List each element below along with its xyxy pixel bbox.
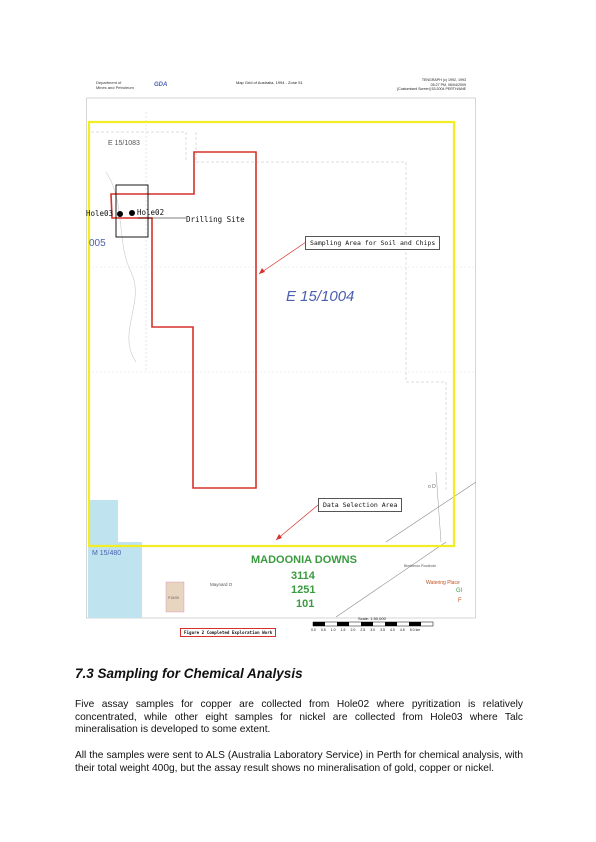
place-maynard: Maynard O xyxy=(210,582,233,587)
station-number-2: 1251 xyxy=(291,584,316,596)
figure-caption: Figure 2 Completed Exploration Work xyxy=(180,628,277,637)
map-canvas xyxy=(86,97,476,627)
scale-tick: 4.0 xyxy=(390,628,395,632)
place-od: o D xyxy=(428,484,436,490)
map-figure: Department of Mines and Petroleum GDA Ma… xyxy=(86,72,476,644)
dept-line2: Mines and Petroleum xyxy=(96,85,134,90)
paragraph-sampling: Five assay samples for copper are collec… xyxy=(75,699,523,735)
station-number-3: 101 xyxy=(296,598,315,610)
map-title: Map Grid of Australia, 1994 - Zone 51 xyxy=(236,80,303,85)
scale-tick: 0.0 xyxy=(311,628,316,632)
data-selection-label: Data Selection Area xyxy=(318,498,403,512)
drilling-box xyxy=(115,184,149,238)
scale-seg xyxy=(313,622,325,626)
gda-logo: GDA xyxy=(154,82,168,88)
tenement-label-m15: M 15/480 xyxy=(92,550,122,557)
scale-tick: 1.5 xyxy=(340,628,346,632)
scale-tick: 2.0 xyxy=(350,628,356,632)
sampling-arrow xyxy=(258,241,307,275)
red-sampling-area xyxy=(110,151,257,489)
road-line xyxy=(105,171,137,363)
hole02-marker xyxy=(129,210,135,216)
station-name: MADOONIA DOWNS xyxy=(251,554,357,566)
tenement-label-e15-1083: E 15/1083 xyxy=(108,140,140,147)
scale-tick: 3.5 xyxy=(380,628,385,632)
data-selection-arrowhead xyxy=(276,534,282,540)
map-header-right: TENGRAPH (c) 1992, 1993 05:27 PM, 06/04/… xyxy=(397,78,466,92)
section-heading: 7.3 Sampling for Chemical Analysis xyxy=(75,666,303,681)
place-watering: Watering Place xyxy=(426,580,460,586)
place-bimbleroo: Bimbleroo Rockhole xyxy=(404,564,437,568)
screen-line: [Customised Screen] 53:2004 PERTH/ANE xyxy=(397,87,466,92)
sampling-arrowhead xyxy=(259,268,265,274)
small-lease xyxy=(165,581,185,613)
dept-line1: Department of xyxy=(96,80,122,85)
yellow-boundary xyxy=(87,120,456,548)
sampling-area-label: Sampling Area for Soil and Chips xyxy=(305,236,441,250)
scale-tick: 5.0 km xyxy=(409,628,421,632)
scale-seg xyxy=(361,622,373,626)
tenement-boundary xyxy=(91,131,187,162)
drilling-site-label: Drilling Site xyxy=(186,215,245,224)
tenement-label-005: 005 xyxy=(89,238,106,249)
road-line xyxy=(335,541,447,618)
map-frame xyxy=(86,97,476,619)
water-area-2 xyxy=(118,542,142,618)
paragraph-analysis: All the samples were sent to ALS (Austra… xyxy=(75,750,523,774)
scale-tick: 4.5 xyxy=(399,628,405,632)
scale-seg xyxy=(337,622,349,626)
hole03-label: Hole03 xyxy=(86,209,114,218)
scale-ticks: 0.0 0.5 1.0 1.5 2.0 2.5 3.0 3.5 4.0 4.5 … xyxy=(311,628,420,632)
place-gl: Gl xyxy=(456,588,462,594)
scale-tick: 2.5 xyxy=(360,628,366,632)
water-area xyxy=(88,500,118,618)
place-f: F xyxy=(458,598,462,604)
scale-seg xyxy=(385,622,397,626)
tenement-label-e15-1004: E 15/1004 xyxy=(286,288,355,305)
department-logo-text: Department of Mines and Petroleum xyxy=(96,80,134,90)
station-number-1: 3114 xyxy=(291,570,315,582)
creek-line xyxy=(435,471,442,543)
time-line: 05:27 PM, 06/04/2009 xyxy=(430,82,466,87)
tenement-boundary xyxy=(195,132,447,492)
scale-tick: 3.0 xyxy=(370,628,376,632)
hole03-marker xyxy=(117,211,123,217)
data-selection-arrow xyxy=(275,504,319,541)
scale-seg xyxy=(409,622,421,626)
tenement-label-p: P15/05 xyxy=(168,596,180,600)
road-line xyxy=(385,481,476,543)
tengraph-line: TENGRAPH (c) 1992, 1993 xyxy=(421,78,466,82)
scale-label: Scale: 1:50,000 xyxy=(358,616,386,621)
scale-tick: 1.0 xyxy=(330,628,336,632)
scale-tick: 0.5 xyxy=(320,628,326,632)
hole02-label: Hole02 xyxy=(137,208,165,217)
